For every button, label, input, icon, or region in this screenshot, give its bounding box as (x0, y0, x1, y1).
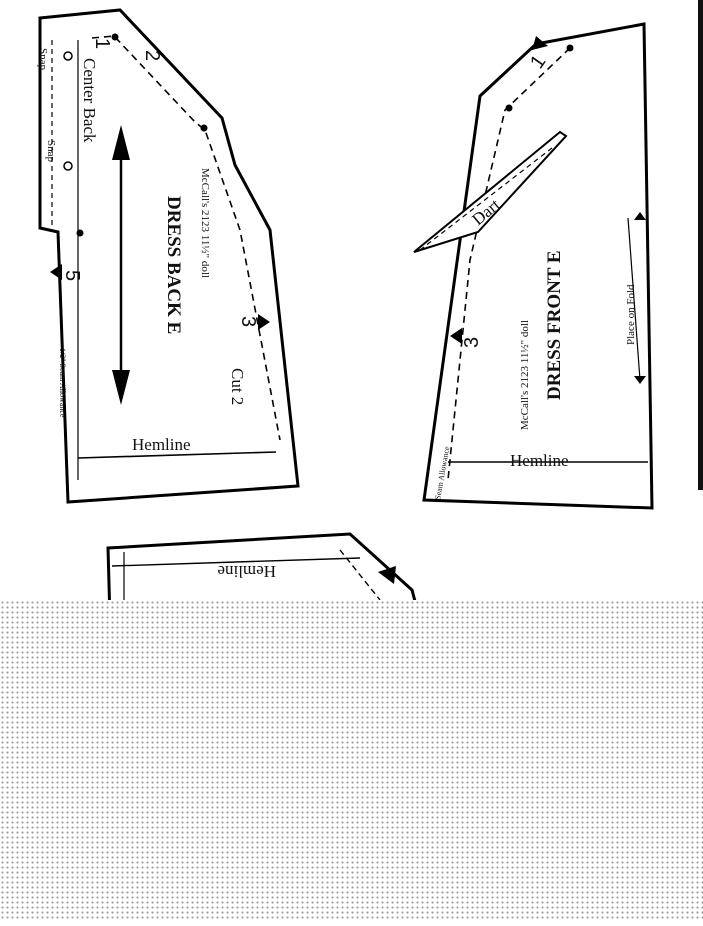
notch-marker (378, 566, 396, 584)
back-seam-line (91, 35, 281, 441)
front-brand: McCall's 2123 11½" doll (519, 320, 531, 430)
back-notch-5: 5 (61, 270, 83, 281)
front-title: DRESS FRONT E (544, 250, 565, 400)
notch-marker (532, 36, 548, 50)
dress-back-piece: Center Back Snap Snap 1 2 3 5 McCall's 2… (37, 8, 300, 504)
back-title: DRESS BACK E (163, 196, 184, 334)
front-outline (422, 22, 654, 510)
snap-marker (63, 51, 73, 61)
front-notch-3: 3 (461, 337, 483, 348)
snap-label-mid: Snap (45, 140, 57, 163)
notch-marker (450, 328, 462, 344)
back-cut-label: Cut 2 (228, 368, 247, 405)
back-notch-1: 1 (91, 38, 113, 49)
back-seam-label: 1/2" Seam Allowance (58, 348, 67, 418)
dotted-overlay (0, 600, 703, 921)
front-seam-line (447, 47, 571, 481)
snap-marker (63, 161, 73, 171)
back-outline (38, 8, 300, 504)
back-hem-line (77, 451, 277, 459)
partial-hemline-label: Hemline (217, 562, 276, 581)
front-hemline-label: Hemline (510, 451, 569, 470)
partial-hem-line (111, 557, 361, 567)
back-notch-2: 2 (141, 50, 163, 61)
back-hemline-label: Hemline (132, 435, 191, 454)
dress-front-piece: 1 3 Dart McCall's 2123 11½" doll DRESS F… (413, 22, 654, 510)
notch-marker (50, 264, 62, 280)
front-fold-label: Place on Fold (625, 284, 637, 345)
back-notch-3: 3 (237, 316, 259, 327)
back-brand: McCall's 2123 11½" doll (199, 168, 211, 278)
page-edge (698, 0, 703, 490)
dart-shape (413, 130, 568, 253)
notch-marker (258, 314, 270, 330)
center-back-label: Center Back (80, 58, 99, 143)
snap-label-top: Snap (37, 48, 49, 71)
